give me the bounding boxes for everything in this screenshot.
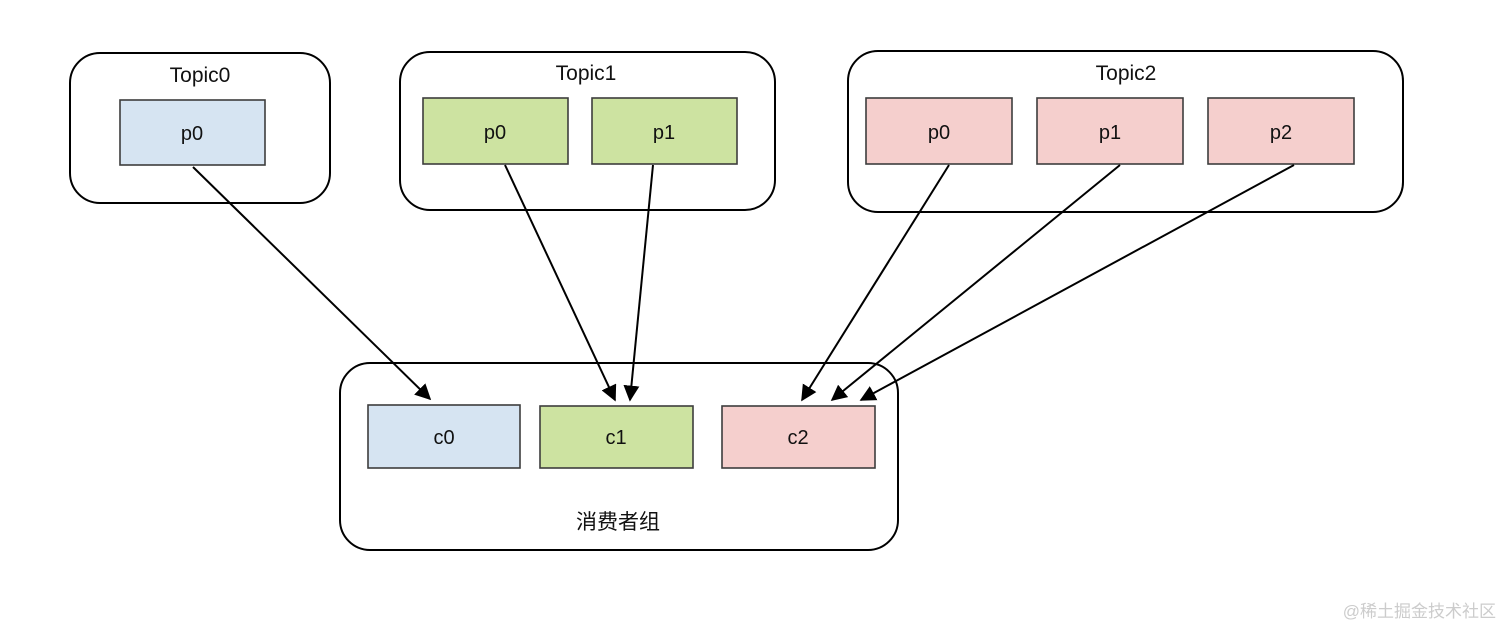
edge-topic2-p1-to-c2 <box>830 164 1121 402</box>
topic0-partition-p0 <box>119 99 266 166</box>
consumer-c2-label: c2 <box>787 427 808 449</box>
topic0-title: Topic0 <box>170 64 231 87</box>
consumer-c2 <box>721 405 876 469</box>
consumer-group: c0 c1 c2 消费者组 <box>339 362 899 551</box>
topic1-group: Topic1 p0 p1 <box>399 51 776 211</box>
topic1-title: Topic1 <box>556 62 617 85</box>
topic0-partition-p0-label: p0 <box>181 123 203 145</box>
topic2-partition-p0-label: p0 <box>928 122 950 144</box>
edge-topic0-p0-to-c0 <box>192 166 432 401</box>
topic2-partition-p1-label: p1 <box>1099 122 1121 144</box>
consumer-c0 <box>367 404 521 469</box>
consumer-c0-label: c0 <box>433 427 454 449</box>
topic2-partition-p2-label: p2 <box>1270 122 1292 144</box>
edge-topic2-p0-to-c2 <box>801 164 950 402</box>
topic2-partition-p0 <box>865 97 1013 165</box>
topic1-partition-p0-label: p0 <box>484 122 506 144</box>
topic1-partition-p1 <box>591 97 738 165</box>
watermark-text: @稀土掘金技术社区 <box>1343 602 1496 621</box>
topic1-partition-p0 <box>422 97 569 165</box>
consumer-c1-label: c1 <box>605 427 626 449</box>
topic2-partition-p2 <box>1207 97 1355 165</box>
topic2-partition-p1 <box>1036 97 1184 165</box>
topic1-container <box>399 51 776 211</box>
topic1-partition-p1-label: p1 <box>653 122 675 144</box>
edge-topic2-p2-to-c2 <box>859 164 1295 401</box>
topic2-group: Topic2 p0 p1 p2 <box>847 50 1404 213</box>
edges <box>192 164 1295 402</box>
consumer-group-label: 消费者组 <box>576 511 660 534</box>
edge-topic1-p1-to-c1 <box>623 164 654 402</box>
topic2-title: Topic2 <box>1096 62 1157 85</box>
edge-topic1-p0-to-c1 <box>504 164 617 402</box>
topic0-group: Topic0 p0 <box>69 52 331 204</box>
consumer-c1 <box>539 405 694 469</box>
